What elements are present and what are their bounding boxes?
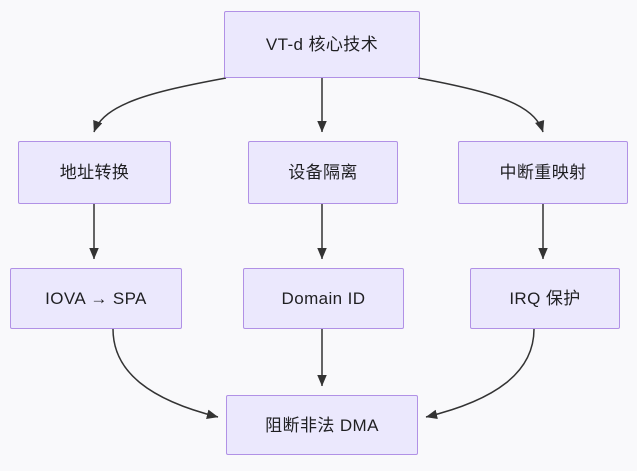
node-label: 地址转换: [59, 163, 130, 182]
edge-irqprot-to-block: [425, 328, 535, 420]
node-block-illegal-dma[interactable]: 阻断非法 DMA: [226, 395, 418, 455]
node-label: 阻断非法 DMA: [265, 415, 379, 435]
node-label: IOVA → SPA: [45, 289, 147, 308]
edge-iova-to-block: [112, 328, 219, 419]
node-interrupt-remapping[interactable]: 中断重映射: [458, 141, 628, 204]
node-address-translation[interactable]: 地址转换: [18, 141, 171, 204]
node-iova-to-spa[interactable]: IOVA → SPA: [10, 268, 182, 329]
node-label: 中断重映射: [499, 163, 587, 182]
node-device-isolation[interactable]: 设备隔离: [248, 141, 398, 204]
node-label: 设备隔离: [288, 163, 358, 182]
node-irq-protection[interactable]: IRQ 保护: [470, 268, 620, 329]
node-label: Domain ID: [281, 289, 366, 308]
node-label: IRQ 保护: [509, 289, 581, 308]
node-label: VT-d 核心技术: [265, 35, 379, 54]
edge-root-to-irqremap: [417, 77, 545, 133]
node-domain-id[interactable]: Domain ID: [243, 268, 404, 329]
node-vtd-core-technology[interactable]: VT-d 核心技术: [224, 11, 420, 78]
edge-root-to-addr: [93, 77, 227, 133]
